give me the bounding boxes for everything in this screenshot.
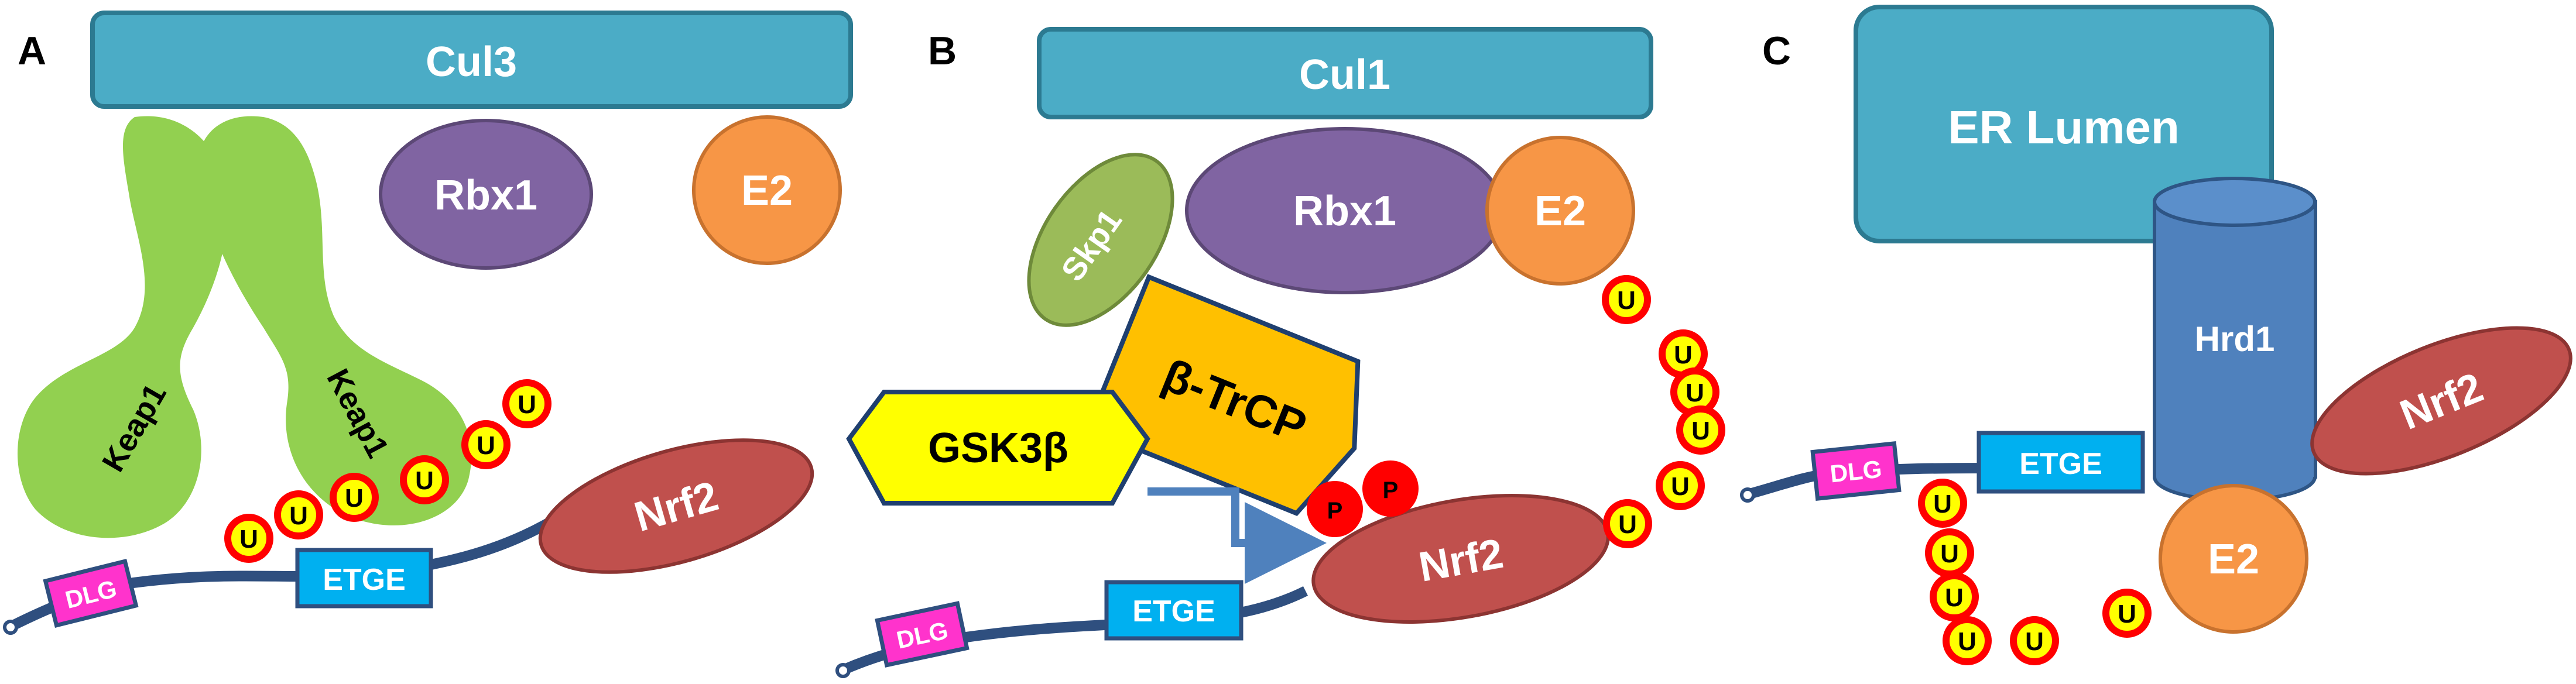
ubiquitin-c4: U xyxy=(1946,620,1988,662)
svg-text:P: P xyxy=(1327,498,1343,524)
keap1-left: Keap1 xyxy=(18,116,227,538)
svg-text:U: U xyxy=(1933,490,1952,518)
nrf2-oval-b: Nrf2 xyxy=(1311,494,1610,624)
ubiquitin-c1: U xyxy=(1921,482,1964,524)
svg-text:U: U xyxy=(415,466,434,495)
dlg-label-c: DLG xyxy=(1829,455,1883,487)
ubiquitin-b3: U xyxy=(1674,371,1716,413)
nrf2-oval-c: Nrf2 xyxy=(2310,326,2572,476)
ubiquitin-chain-b: U U U U U U xyxy=(1605,279,1722,545)
ubiquitin-a3: U xyxy=(333,476,375,518)
etge-box-b: ETGE xyxy=(1104,580,1244,641)
cul1-box: Cul1 xyxy=(1037,27,1653,119)
etge-label-c: ETGE xyxy=(2019,447,2102,481)
svg-text:U: U xyxy=(2025,627,2044,656)
etge-box-a: ETGE xyxy=(295,548,433,609)
svg-text:U: U xyxy=(2118,600,2136,628)
ubiquitin-a1: U xyxy=(228,517,270,559)
panel-a: A Cul3 Rbx1 E2 Keap1 Keap1 xyxy=(3,11,853,635)
rbx1-label: Rbx1 xyxy=(434,172,537,219)
rbx1-label-b: Rbx1 xyxy=(1293,188,1396,235)
svg-text:P: P xyxy=(1383,477,1399,503)
panel-a-letter: A xyxy=(18,29,46,73)
etge-label-b: ETGE xyxy=(1132,594,1215,628)
ubiquitin-chain-a: U U U U U U xyxy=(228,383,548,559)
e2-label-b: E2 xyxy=(1534,188,1586,235)
gsk3b-label: GSK3β xyxy=(928,425,1068,472)
ubiquitin-a2: U xyxy=(278,494,320,536)
e2-label-c: E2 xyxy=(2208,536,2259,583)
svg-text:U: U xyxy=(1618,510,1637,539)
etge-label-a: ETGE xyxy=(323,563,406,597)
dlg-box-c: DLG xyxy=(1810,441,1902,501)
rbx1-oval-b: Rbx1 xyxy=(1185,127,1505,294)
svg-text:U: U xyxy=(1671,472,1690,501)
ubiquitin-b5: U xyxy=(1659,465,1701,507)
ubiquitin-c3: U xyxy=(1933,576,1975,618)
hrd1-cylinder: Hrd1 xyxy=(2153,177,2317,502)
ubiquitin-b2: U xyxy=(1662,333,1704,375)
svg-text:U: U xyxy=(477,431,495,460)
keap1-right: Keap1 xyxy=(198,116,472,525)
dlg-box-b: DLG xyxy=(875,601,970,668)
ubiquitin-c6: U xyxy=(2106,592,2148,634)
panel-c-letter: C xyxy=(1762,29,1791,73)
phospho-1: P xyxy=(1307,481,1363,537)
e2-circle: E2 xyxy=(692,115,842,265)
ubiquitin-c2: U xyxy=(1928,532,1971,574)
strand-end-cap-b xyxy=(835,663,851,678)
e2-circle-c: E2 xyxy=(2159,484,2308,634)
strand-end-cap xyxy=(3,620,18,635)
cul3-label: Cul3 xyxy=(426,39,517,85)
svg-text:U: U xyxy=(1945,583,1964,612)
phosphorylation-arrow xyxy=(1147,487,1327,584)
btrcp-shape: β-TrCP xyxy=(1084,274,1361,516)
dlg-box-a: DLG xyxy=(43,558,139,628)
skp1-oval: Skp1 xyxy=(1027,153,1174,327)
nrf2-oval-a: Nrf2 xyxy=(538,438,814,574)
ubiquitin-a6: U xyxy=(506,383,548,425)
ubiquitin-a5: U xyxy=(465,424,507,466)
ubiquitin-b4: U xyxy=(1680,409,1722,451)
etge-box-c: ETGE xyxy=(1976,431,2145,494)
svg-text:U: U xyxy=(1686,379,1704,407)
ubiquitin-b6: U xyxy=(1606,503,1649,545)
ubiquitin-c5: U xyxy=(2013,620,2056,662)
e2-label: E2 xyxy=(741,167,793,214)
svg-text:U: U xyxy=(239,525,258,554)
ubiquitin-a4: U xyxy=(403,459,446,501)
svg-text:U: U xyxy=(1691,417,1710,445)
er-lumen-box: ER Lumen xyxy=(1854,5,2274,243)
svg-text:U: U xyxy=(345,484,364,513)
ubiquitin-chain-c: U U U U U U xyxy=(1921,482,2148,662)
er-lumen-label: ER Lumen xyxy=(1948,101,2180,153)
gsk3b-shape: GSK3β xyxy=(846,390,1150,506)
svg-text:U: U xyxy=(1940,539,1959,568)
panel-c: C ER Lumen Hrd1 Nrf2 DLG xyxy=(1740,5,2572,662)
svg-text:U: U xyxy=(1617,286,1636,315)
hrd1-label: Hrd1 xyxy=(2195,319,2275,359)
svg-text:U: U xyxy=(289,501,308,530)
svg-text:U: U xyxy=(1674,341,1693,369)
strand-end-cap-c xyxy=(1740,487,1755,503)
rbx1-oval: Rbx1 xyxy=(379,119,593,270)
svg-text:U: U xyxy=(1958,627,1976,656)
e2-circle-b: E2 xyxy=(1485,136,1635,286)
cul1-label: Cul1 xyxy=(1299,51,1390,98)
phospho-2: P xyxy=(1362,460,1419,517)
panel-b-letter: B xyxy=(928,29,957,73)
panel-b: B Cul1 Rbx1 E2 Skp1 β-TrCP xyxy=(835,27,1722,678)
svg-text:U: U xyxy=(518,390,536,419)
ubiquitin-b1: U xyxy=(1605,279,1647,321)
cul3-box: Cul3 xyxy=(90,11,853,109)
